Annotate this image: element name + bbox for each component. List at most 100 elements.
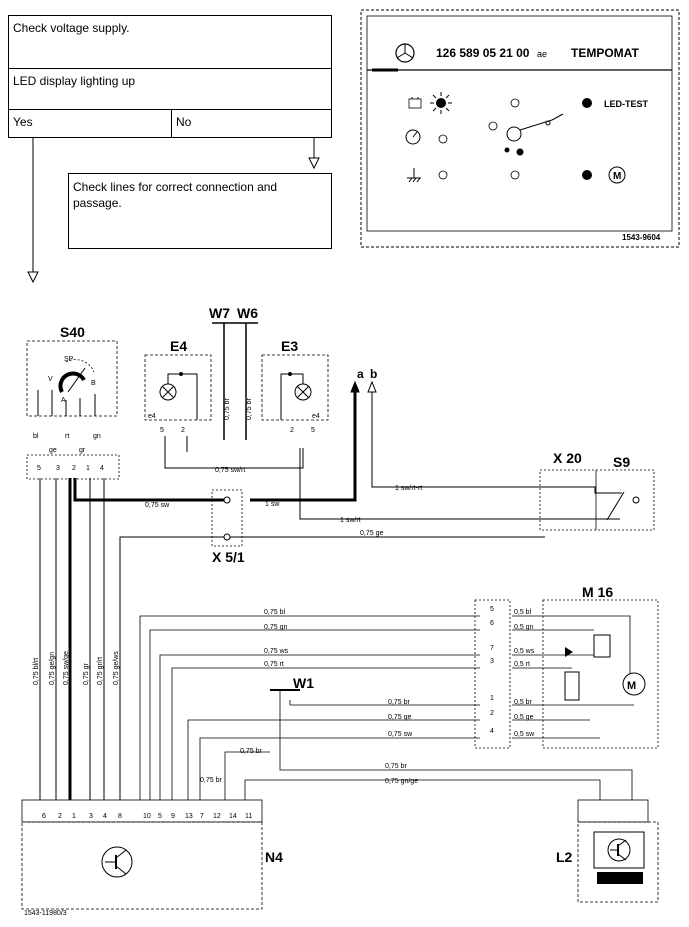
lamp-lit-icon: [430, 92, 452, 114]
s40-v: V: [48, 376, 53, 383]
m16-l-br: 0,75 br: [388, 699, 410, 706]
wire-br-n4: 0,75 br: [200, 777, 222, 784]
w-ground-lines: [212, 322, 258, 440]
wire-sw-075: 0,75 sw: [145, 502, 170, 509]
n4-pin-3: 3: [89, 813, 93, 820]
wire-br-e4: 0,75 br: [224, 398, 231, 420]
s40-pin-1: 1: [86, 465, 90, 472]
s40-color-ge: ge: [49, 447, 57, 454]
socket-4-icon: [488, 121, 498, 131]
s40-color-bl: bl: [33, 433, 39, 440]
label-b: b: [370, 367, 377, 381]
svg-text:M: M: [613, 171, 621, 182]
m16-r-bl: 0,5 bl: [514, 609, 532, 616]
x20-s9: [539, 469, 655, 531]
e4-pin-5: 5: [160, 427, 164, 434]
e3-e4-label: e4: [312, 413, 320, 420]
s40-bus-wires: [39, 380, 545, 800]
mercedes-star-icon: [395, 43, 415, 63]
label-w6: W6: [237, 305, 258, 321]
s40-wire-labels: 0,75 bl/rt 0,75 ge/gn 0,75 sw/ge 0,75 gr…: [33, 651, 120, 685]
m16-l-rt: 0,75 rt: [264, 661, 284, 668]
s40-pins: 5 3 2 1 4: [37, 465, 104, 472]
m16-pin-6: 6: [490, 620, 494, 627]
n4-pins: 6 2 1 3 4 8 10 5 9 13 7 12 14 11: [42, 813, 252, 820]
check-lines-box: Check lines for correct connection and p…: [68, 173, 332, 249]
e4-lamp: e4 5 2: [144, 354, 304, 469]
s40-pin-3: 3: [56, 465, 60, 472]
x5-connector: [211, 489, 243, 547]
s40-pin-5: 5: [37, 465, 41, 472]
label-w7: W7: [209, 305, 230, 321]
m16-pin-4: 4: [490, 728, 494, 735]
label-e4: E4: [170, 338, 187, 354]
s40-color-gr: gr: [79, 447, 86, 454]
label-s9: S9: [613, 454, 630, 470]
step-voltage-text: Check voltage supply.: [13, 21, 130, 35]
s40-switch: SP V A B bl ge rt gr gn 5 3 2 1 4: [26, 340, 120, 480]
e4-e4-label: e4: [148, 413, 156, 420]
wire-swge: 0,75 sw/ge: [63, 651, 70, 685]
check-lines-text: Check lines for correct connection and p…: [73, 180, 278, 210]
m16-pin-labels: 5 6 7 3 1 2 4: [490, 606, 494, 735]
label-x5: X 5/1: [212, 549, 245, 565]
s40-sp: SP: [64, 356, 74, 363]
m16-pin-3: 3: [490, 658, 494, 665]
n4-control-unit: 1543-11980/3: [21, 799, 263, 917]
n4-pin-6: 6: [42, 813, 46, 820]
wire-br-e3: 0,75 br: [246, 398, 253, 420]
m16-pin-5: 5: [490, 606, 494, 613]
l2-sensor: [577, 799, 659, 903]
wire-gegn: 0,75 ge/gn: [49, 652, 56, 685]
m16-l-sw: 0,75 sw: [388, 731, 413, 738]
connector-plug-icon: [504, 113, 564, 156]
m16-right-labels: 0,5 bl 0,5 gn 0,5 ws 0,5 rt 0,5 br 0,5 g…: [514, 609, 535, 738]
s40-pin-4: 4: [100, 465, 104, 472]
label-s40: S40: [60, 324, 85, 340]
gauge-icon: [405, 129, 421, 145]
wire-swrt-075: 0,75 sw/rt: [215, 467, 245, 474]
e4-pin-2: 2: [181, 427, 185, 434]
n4-pin-2: 2: [58, 813, 62, 820]
wire-grrt: 0,75 gr/rt: [97, 657, 104, 685]
s40-colors: bl ge rt gr gn: [33, 433, 101, 454]
m16-left-labels: 0,75 bl 0,75 gn 0,75 ws 0,75 rt 0,75 br …: [264, 609, 413, 738]
m16-l-ws: 0,75 ws: [264, 648, 289, 655]
label-m16: M 16: [582, 584, 613, 600]
e3-pin-5: 5: [311, 427, 315, 434]
wire-swrt-1: 1 sw/rt: [340, 517, 361, 524]
panel-name: TEMPOMAT: [571, 46, 639, 60]
panel-suffix: ae: [537, 49, 547, 59]
m16-r-rt: 0,5 rt: [514, 661, 530, 668]
socket-5-icon: [510, 170, 520, 180]
wire-gews: 0,75 ge/ws: [113, 651, 120, 685]
ground-icon: [407, 168, 421, 183]
wire-ge-075: 0,75 ge: [360, 530, 383, 537]
m16-r-sw: 0,5 sw: [514, 731, 535, 738]
panel-code: 1543-9604: [622, 233, 661, 242]
n4-pin-1: 1: [72, 813, 76, 820]
s40-a: A: [61, 397, 66, 404]
tempomat-panel: 126 589 05 21 00 ae TEMPOMAT: [360, 9, 680, 248]
label-l2: L2: [556, 849, 573, 865]
m16-pin-2: 2: [490, 710, 494, 717]
s40-color-rt: rt: [65, 433, 69, 440]
m16-l-bl: 0,75 bl: [264, 609, 285, 616]
s40-color-gn: gn: [93, 433, 101, 440]
m16-l-gn: 0,75 gn: [264, 624, 287, 631]
m16-pin-1: 1: [490, 695, 494, 702]
m16-r-gn: 0,5 gn: [514, 624, 534, 631]
motor-symbol-icon: M: [608, 166, 626, 184]
s40-pin-2: 2: [72, 465, 76, 472]
wire-br-l2: 0,75 br: [385, 763, 407, 770]
m16-r-ws: 0,5 ws: [514, 648, 535, 655]
wire-gnge: 0,75 gn/ge: [385, 778, 418, 785]
m16-pin-7: 7: [490, 645, 494, 652]
flow-arrows: [27, 138, 320, 284]
led-test-label: LED-TEST: [604, 99, 649, 109]
yes-cell: Yes: [8, 109, 173, 138]
n4-pin-13: 13: [185, 813, 193, 820]
m16-l-ge: 0,75 ge: [388, 714, 411, 721]
label-x20: X 20: [553, 450, 582, 466]
